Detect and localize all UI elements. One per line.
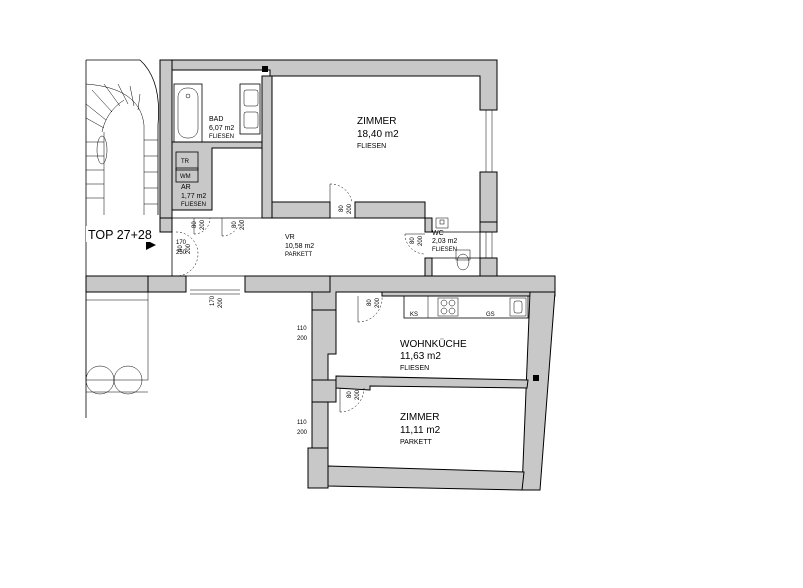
wohnkueche-name: WOHNKÜCHE	[400, 338, 467, 350]
zimmer2-area: 11,11 m2	[400, 425, 441, 436]
dim-kitchen-door-width: 80	[367, 299, 373, 306]
bad-area: 6,07 m2	[209, 125, 234, 132]
vr-area: 10,58 m2	[285, 243, 314, 250]
wc-area: 2,03 m2	[432, 238, 457, 245]
wohnkueche-area: 11,63 m2	[400, 351, 441, 362]
dim-zimmer2-window-height: 200	[297, 430, 308, 436]
walls	[85, 59, 556, 491]
room-labels: ZIMMER 18,40 m2 FLIESEN BAD 6,07 m2 FLIE…	[181, 116, 467, 446]
dim-bad-door-height: 200	[240, 219, 246, 230]
dimension-labels: 80 200 80 200 80 200 90 200 170 250 80 2…	[176, 203, 424, 436]
dim-wc-door-width: 80	[410, 237, 416, 244]
interior-lines	[147, 110, 493, 295]
bad-name: BAD	[209, 116, 223, 123]
dim-kitchen-door-height: 200	[375, 297, 381, 308]
unit-label: TOP 27+28	[88, 228, 152, 242]
ar-area: 1,77 m2	[181, 193, 206, 200]
ar-name: AR	[181, 184, 191, 191]
dim-ar-door-width: 80	[192, 221, 198, 228]
dim-wc-door-height: 200	[418, 235, 424, 246]
fridge-label: KS	[410, 312, 418, 318]
dim-entry-door-height: 200	[186, 243, 192, 254]
dim-entry-door-width: 90	[178, 245, 184, 252]
dim-window-height: 200	[218, 297, 224, 308]
dim-entry-height: 250	[176, 250, 187, 256]
staircase	[85, 59, 159, 418]
bad-floor: FLIESEN	[209, 134, 234, 140]
zimmer2-name: ZIMMER	[400, 412, 439, 423]
dim-bad-door-width: 80	[232, 221, 238, 228]
vr-name: VR	[285, 234, 295, 241]
dim-kitchen-window-width: 110	[297, 326, 307, 332]
dim-zimmer-door-width: 80	[339, 205, 345, 212]
doors	[146, 183, 426, 413]
dim-zimmer2-door-width: 80	[347, 391, 353, 398]
dim-zimmer2-window-width: 110	[297, 420, 307, 426]
zimmer2-floor: PARKETT	[400, 439, 432, 446]
dim-window-width: 170	[210, 295, 216, 306]
vr-floor: PARKETT	[285, 252, 313, 258]
fixtures: TR WM KS GS	[173, 66, 539, 381]
washing-machine-label: WM	[180, 174, 191, 180]
zimmer1-name: ZIMMER	[357, 116, 396, 127]
dim-entry-width: 170	[176, 240, 187, 246]
ar-floor: FLIESEN	[181, 202, 206, 208]
zimmer1-floor: FLIESEN	[357, 143, 386, 150]
dim-ar-door-height: 200	[200, 219, 206, 230]
wohnkueche-floor: FLIESEN	[400, 365, 429, 372]
unit-label-background	[86, 226, 156, 242]
wc-name: WC	[432, 230, 444, 237]
dim-zimmer2-door-height: 200	[355, 389, 361, 400]
dim-zimmer-door-height: 200	[347, 203, 353, 214]
dim-kitchen-window-height: 200	[297, 336, 308, 342]
dishwasher-label: GS	[486, 312, 495, 318]
wc-floor: FLIESEN	[432, 247, 457, 253]
dryer-label: TR	[181, 159, 190, 165]
zimmer1-area: 18,40 m2	[357, 129, 399, 140]
